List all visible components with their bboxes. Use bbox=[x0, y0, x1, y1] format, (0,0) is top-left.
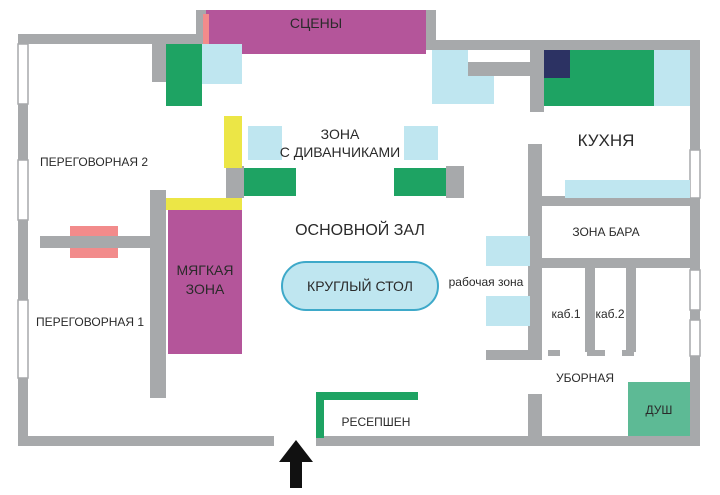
label-sofa-zone-line2: С ДИВАНЧИКАМИ bbox=[280, 144, 400, 160]
wall-bottom-left bbox=[18, 436, 274, 446]
kitchen-green-counter bbox=[570, 50, 654, 80]
label-booth-2: каб.2 bbox=[595, 307, 624, 321]
sofa-top-right-ext bbox=[432, 76, 494, 104]
work-desk-bottom bbox=[486, 296, 530, 326]
green-furniture bbox=[166, 44, 654, 196]
label-meeting-room-1: ПЕРЕГОВОРНАЯ 1 bbox=[36, 315, 144, 329]
stage-pink-marker bbox=[203, 14, 209, 44]
meeting-table-top bbox=[70, 226, 118, 236]
label-sofa-zone-line1: ЗОНА bbox=[321, 126, 360, 142]
wall-kitchen-corner-vert bbox=[530, 40, 544, 112]
wall-bottom-right bbox=[316, 436, 700, 446]
wall-booth-stub-1 bbox=[548, 350, 560, 356]
green-sofa-right bbox=[394, 168, 446, 196]
yellow-panel-sofa bbox=[224, 116, 242, 168]
reception-desk bbox=[316, 392, 418, 438]
wall-booth-divider-1 bbox=[585, 268, 595, 352]
window-marks bbox=[17, 43, 701, 379]
green-cabinet-top-left bbox=[166, 44, 202, 106]
kitchen-appliance-navy bbox=[544, 50, 570, 78]
wall-left bbox=[18, 34, 28, 445]
wall-booth-stub-2 bbox=[587, 350, 605, 356]
yellow-elements bbox=[166, 116, 242, 210]
label-shower: ДУШ bbox=[646, 403, 673, 417]
shower-area bbox=[628, 382, 690, 436]
wall-stage-left bbox=[196, 10, 206, 44]
wall-top-left bbox=[18, 34, 198, 44]
wall-stage-right bbox=[426, 10, 436, 50]
label-round-table: КРУГЛЫЙ СТОЛ bbox=[307, 277, 413, 294]
meeting-table-bottom bbox=[70, 248, 118, 258]
wall-bar-top bbox=[542, 196, 690, 206]
label-soft-zone-line1: МЯГКАЯ bbox=[177, 262, 234, 278]
label-soft-zone-line2: ЗОНА bbox=[186, 281, 225, 297]
kitchen-counter-right bbox=[654, 50, 690, 106]
wall-corner-top-left bbox=[152, 34, 166, 82]
label-reception: РЕСЕПШЕН bbox=[342, 415, 411, 429]
soft-zone-area bbox=[168, 210, 242, 354]
window-left-top bbox=[17, 43, 29, 105]
walls bbox=[18, 10, 700, 446]
green-sofa-left bbox=[244, 168, 296, 196]
label-stage: СЦЕНЫ bbox=[290, 15, 342, 31]
label-main-hall: ОСНОВНОЙ ЗАЛ bbox=[295, 220, 425, 239]
table-sofa-zone-right bbox=[404, 126, 438, 160]
wall-meeting-divider bbox=[40, 236, 166, 248]
wall-sofa-post-right bbox=[446, 166, 464, 198]
reception-desk-side bbox=[316, 392, 324, 438]
work-desk-top bbox=[486, 236, 530, 266]
window-right-2 bbox=[689, 269, 701, 311]
window-left-2 bbox=[17, 299, 29, 379]
wall-bar-bottom bbox=[542, 258, 690, 268]
bar-counter bbox=[565, 180, 690, 198]
yellow-panel-soft bbox=[166, 198, 242, 210]
label-kitchen: КУХНЯ bbox=[578, 131, 635, 150]
wall-kitchen-corner bbox=[468, 62, 530, 76]
stage-area bbox=[206, 10, 426, 54]
wall-right-mid bbox=[528, 144, 542, 360]
kitchen-green-block bbox=[544, 76, 654, 106]
round-table bbox=[281, 261, 439, 311]
label-booth-1: каб.1 bbox=[551, 307, 580, 321]
label-work-zone: рабочая зона bbox=[449, 275, 524, 289]
blue-furniture bbox=[202, 44, 690, 326]
label-bar-zone: ЗОНА БАРА bbox=[572, 225, 639, 239]
wall-soft-zone-left bbox=[150, 190, 166, 398]
wall-top-right bbox=[432, 40, 700, 50]
label-meeting-room-2: ПЕРЕГОВОРНАЯ 2 bbox=[40, 155, 148, 169]
table-sofa-zone-left bbox=[248, 126, 282, 160]
wall-booth-divider-2 bbox=[626, 268, 636, 352]
wall-workzone-bottom bbox=[486, 350, 542, 360]
arrow-up-icon bbox=[279, 440, 313, 488]
wall-right bbox=[690, 40, 700, 445]
reception-desk-top bbox=[316, 392, 418, 400]
window-right-3 bbox=[689, 319, 701, 357]
wall-restroom-post bbox=[528, 394, 542, 438]
arrow-head bbox=[279, 440, 313, 462]
arrow-shaft bbox=[290, 458, 302, 488]
wall-sofa-post-left bbox=[226, 166, 244, 198]
sofa-top-left bbox=[202, 44, 242, 84]
label-restroom: УБОРНАЯ bbox=[556, 371, 614, 385]
meeting-tables bbox=[70, 226, 118, 258]
window-left-1 bbox=[17, 159, 29, 221]
wall-booth-stub-3 bbox=[622, 350, 634, 356]
window-right-1 bbox=[689, 149, 701, 199]
